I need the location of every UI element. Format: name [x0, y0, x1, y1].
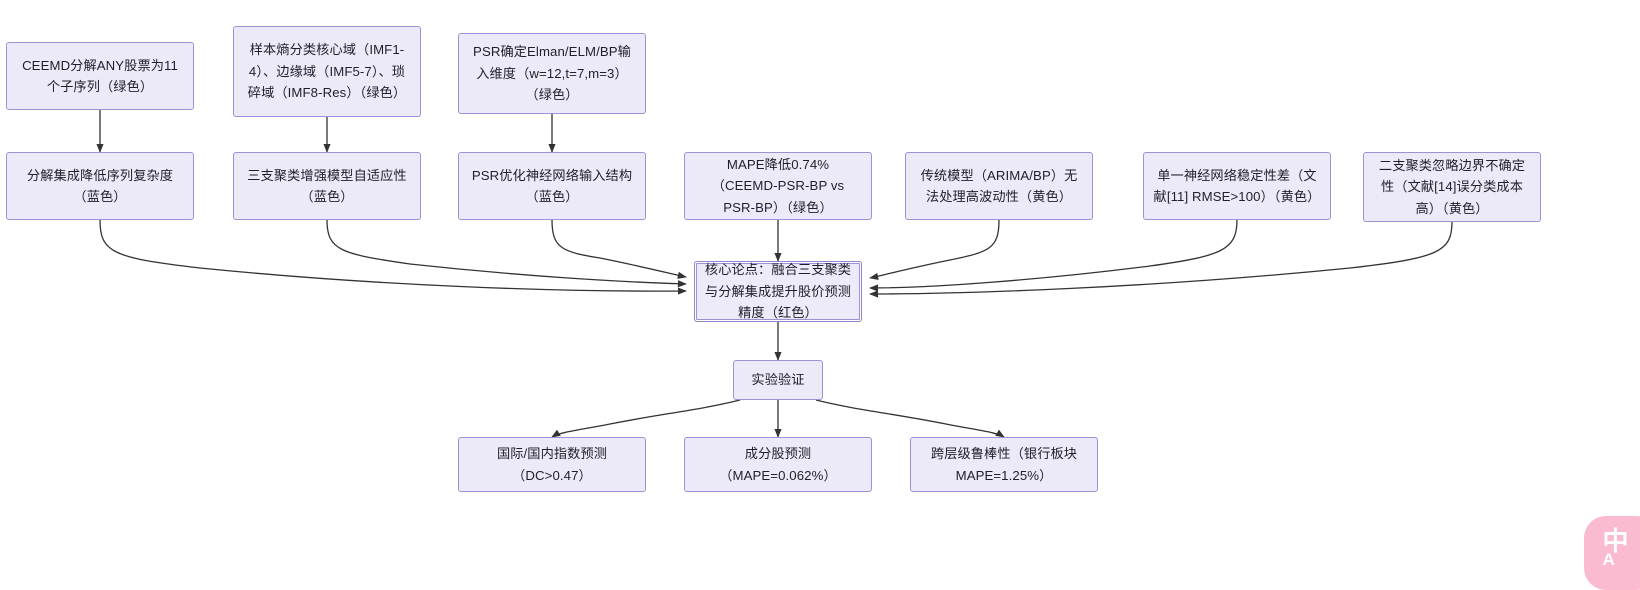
- watermark-badge: 中 A: [1584, 516, 1640, 590]
- edge-experiment-to-robustness: [815, 399, 1005, 438]
- edge-traditional-to-core: [869, 219, 1000, 280]
- node-evidence-entropy[interactable]: 样本熵分类核心域（IMF1-4）、边缘域（IMF5-7）、琐碎域（IMF8-Re…: [233, 26, 421, 117]
- node-reason-decomp[interactable]: 分解集成降低序列复杂度（蓝色）: [6, 152, 194, 220]
- watermark-main-text: 中: [1602, 526, 1628, 557]
- edge-threeway-to-core: [326, 219, 687, 288]
- node-exp-constituent[interactable]: 成分股预测（MAPE=0.062%）: [684, 437, 872, 492]
- node-reason-decomp-label: 分解集成降低序列复杂度（蓝色）: [26, 167, 174, 204]
- node-exp-robustness-label: 跨层级鲁棒性（银行板块MAPE=1.25%）: [930, 446, 1078, 483]
- watermark-sub-text: A: [1602, 549, 1614, 569]
- node-result-mape[interactable]: MAPE降低0.74%（CEEMD-PSR-BP vs PSR-BP）（绿色）: [684, 152, 872, 220]
- flowchart-canvas: CEEMD分解ANY股票为11个子序列（绿色） 样本熵分类核心域（IMF1-4）…: [6, 26, 1640, 590]
- node-experiment-label: 实验验证: [751, 372, 805, 388]
- node-gap-single-nn-label: 单一神经网络稳定性差（文献[11] RMSE>100）（黄色）: [1153, 167, 1321, 204]
- node-evidence-psr-label: PSR确定Elman/ELM/BP输入维度（w=12,t=7,m=3）（绿色）: [473, 44, 631, 103]
- edge-decomp-to-core: [99, 219, 687, 295]
- node-gap-traditional-label: 传统模型（ARIMA/BP）无法处理高波动性（黄色）: [920, 167, 1078, 204]
- node-gap-single-nn[interactable]: 单一神经网络稳定性差（文献[11] RMSE>100）（黄色）: [1143, 152, 1331, 220]
- watermark-inner: 中 A: [1602, 528, 1628, 569]
- node-evidence-ceemd-label: CEEMD分解ANY股票为11个子序列（绿色）: [22, 57, 178, 94]
- node-core-claim[interactable]: 核心论点：融合三支聚类与分解集成提升股价预测精度（红色）: [694, 261, 862, 322]
- node-exp-index-label: 国际/国内指数预测（DC>0.47）: [496, 446, 608, 483]
- node-experiment[interactable]: 实验验证: [733, 360, 823, 400]
- node-reason-threeway[interactable]: 三支聚类增强模型自适应性（蓝色）: [233, 152, 421, 220]
- node-result-mape-label: MAPE降低0.74%（CEEMD-PSR-BP vs PSR-BP）（绿色）: [711, 156, 845, 215]
- node-gap-twoway-label: 二支聚类忽略边界不确定性（文献[14]误分类成本高）（黄色）: [1378, 157, 1526, 216]
- node-evidence-entropy-label: 样本熵分类核心域（IMF1-4）、边缘域（IMF5-7）、琐碎域（IMF8-Re…: [247, 42, 407, 101]
- node-exp-constituent-label: 成分股预测（MAPE=0.062%）: [719, 446, 837, 483]
- node-reason-psr-label: PSR优化神经网络输入结构（蓝色）: [471, 167, 633, 204]
- node-gap-traditional[interactable]: 传统模型（ARIMA/BP）无法处理高波动性（黄色）: [905, 152, 1093, 220]
- node-exp-index[interactable]: 国际/国内指数预测（DC>0.47）: [458, 437, 646, 492]
- node-exp-robustness[interactable]: 跨层级鲁棒性（银行板块MAPE=1.25%）: [910, 437, 1098, 492]
- edge-twoway-to-core: [869, 221, 1453, 298]
- node-reason-psr[interactable]: PSR优化神经网络输入结构（蓝色）: [458, 152, 646, 220]
- edge-singlenn-to-core: [869, 219, 1238, 292]
- edge-psrstruct-to-core: [551, 219, 687, 279]
- node-gap-twoway[interactable]: 二支聚类忽略边界不确定性（文献[14]误分类成本高）（黄色）: [1363, 152, 1541, 222]
- node-evidence-psr[interactable]: PSR确定Elman/ELM/BP输入维度（w=12,t=7,m=3）（绿色）: [458, 33, 646, 114]
- edge-experiment-to-index: [551, 399, 741, 438]
- node-core-claim-label: 核心论点：融合三支聚类与分解集成提升股价预测精度（红色）: [704, 262, 852, 321]
- node-reason-threeway-label: 三支聚类增强模型自适应性（蓝色）: [247, 167, 407, 204]
- node-evidence-ceemd[interactable]: CEEMD分解ANY股票为11个子序列（绿色）: [6, 42, 194, 110]
